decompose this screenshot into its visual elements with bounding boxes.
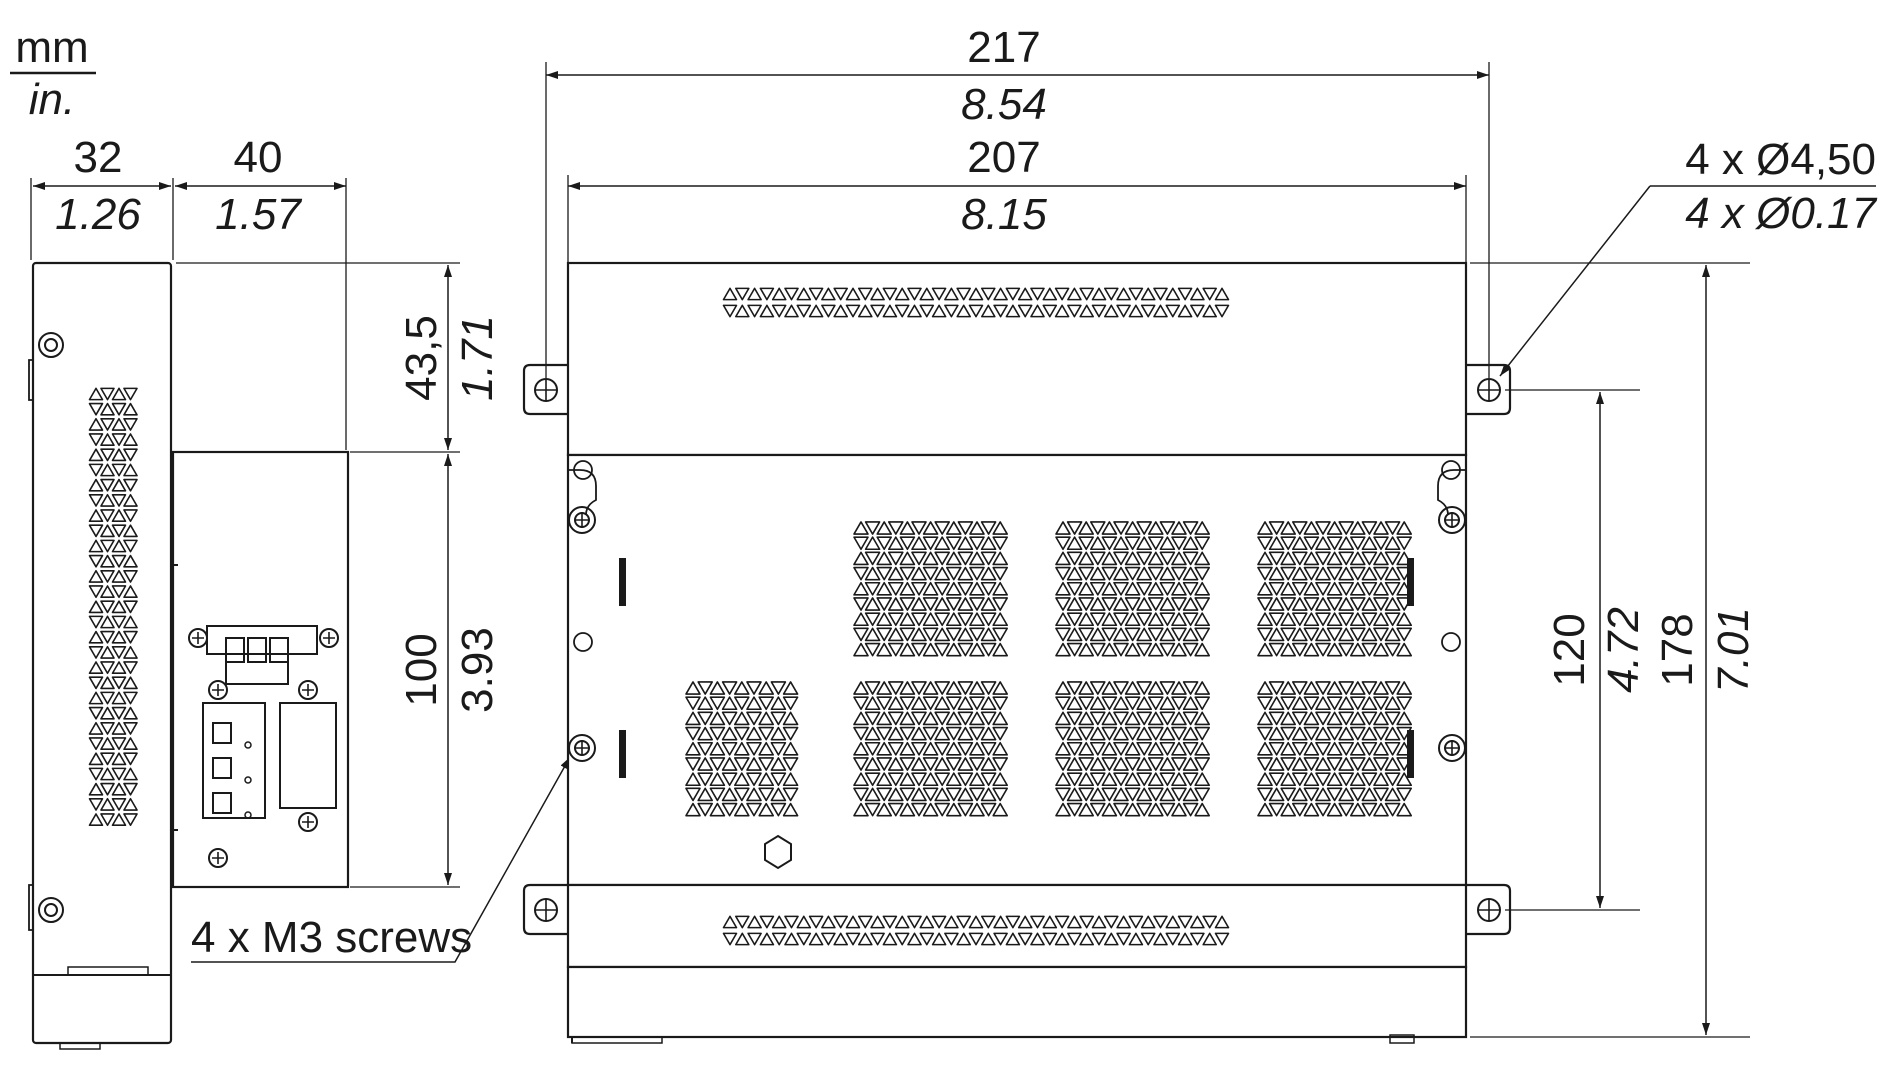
dim-overall-width-in: 8.54 bbox=[961, 80, 1047, 129]
front-view: 217 8.54 207 8.15 4 x Ø4,50 4 x Ø0.17 12… bbox=[522, 23, 1878, 1044]
dim-height-top-mm: 43,5 bbox=[397, 315, 446, 401]
vent-grid-lower-3 bbox=[1257, 681, 1412, 817]
side-fastener-top bbox=[38, 332, 64, 358]
vent-grid-upper-3 bbox=[1257, 521, 1412, 657]
mount-tab-bottom-left bbox=[522, 883, 568, 936]
side-housing bbox=[31, 261, 173, 1045]
vent-grid-lower-2 bbox=[1055, 681, 1210, 817]
terminal-screw-lower bbox=[208, 848, 228, 868]
front-base bbox=[566, 965, 1468, 1039]
vent-grid-lower-1 bbox=[853, 681, 1009, 817]
side-clip-bottom bbox=[28, 884, 33, 931]
dim-overall-width-mm: 217 bbox=[967, 23, 1040, 72]
mounting-holes-in: 4 x Ø0.17 bbox=[1685, 189, 1877, 238]
dim-depth-main-mm: 32 bbox=[74, 133, 123, 182]
dim-depth-terminal-mm: 40 bbox=[234, 133, 283, 182]
mounting-holes-leader bbox=[1499, 185, 1651, 377]
side-tab bbox=[59, 1042, 101, 1050]
terminal-strip-top bbox=[188, 625, 339, 685]
dim-overall-height-mm: 178 bbox=[1653, 613, 1702, 686]
side-clip-top bbox=[28, 359, 33, 401]
dim-hole-spacing-width-in: 8.15 bbox=[961, 190, 1047, 239]
mounting-holes-mm: 4 x Ø4,50 bbox=[1685, 135, 1876, 184]
dim-depth-terminal-in: 1.57 bbox=[215, 190, 302, 239]
unit-in-label: in. bbox=[29, 75, 75, 124]
side-terminal-housing bbox=[171, 450, 350, 889]
vent-grid-upper-1 bbox=[853, 521, 1009, 657]
hex-screw bbox=[764, 834, 792, 870]
screws-label: 4 x M3 screws bbox=[191, 913, 472, 962]
vent-grid-top bbox=[722, 287, 1230, 318]
terminal-screw-right bbox=[319, 628, 339, 648]
side-view: 32 1.26 40 1.57 43,5 1.71 100 3.93 4 x M… bbox=[28, 133, 571, 1050]
mount-tab-top-left bbox=[522, 363, 568, 416]
mount-tab-bottom-right bbox=[1466, 883, 1512, 936]
front-foot-right bbox=[1389, 1034, 1415, 1044]
side-vent-grid bbox=[88, 387, 138, 827]
terminal-strip-side bbox=[202, 680, 266, 868]
side-fastener-bottom bbox=[38, 897, 64, 923]
terminal-screw-left bbox=[188, 628, 208, 648]
dim-height-terminal-in: 3.93 bbox=[453, 627, 502, 713]
front-top-section bbox=[566, 261, 1468, 457]
dim-hole-spacing-width-mm: 207 bbox=[967, 133, 1040, 182]
fuse-holder bbox=[279, 680, 337, 832]
front-middle-section bbox=[566, 453, 1468, 887]
terminal-screw-upper bbox=[208, 680, 228, 700]
screws-leader bbox=[191, 756, 571, 963]
dim-hole-spacing-height-mm: 120 bbox=[1545, 613, 1594, 686]
unit-mm-label: mm bbox=[15, 23, 88, 72]
dim-height-terminal-mm: 100 bbox=[397, 633, 446, 706]
side-foot bbox=[67, 966, 149, 976]
dim-depth-main-in: 1.26 bbox=[55, 190, 141, 239]
rail-left-fasteners bbox=[568, 460, 596, 762]
dim-hole-spacing-height-in: 4.72 bbox=[1599, 607, 1648, 693]
dim-height-top-in: 1.71 bbox=[453, 315, 502, 401]
vent-grid-bottom bbox=[722, 915, 1230, 946]
rail-right-fasteners bbox=[1438, 460, 1466, 762]
front-foot-left bbox=[571, 1036, 663, 1044]
vent-grid-lower-0 bbox=[685, 681, 799, 817]
dim-overall-height-in: 7.01 bbox=[1709, 607, 1758, 693]
front-bottom-section bbox=[566, 883, 1468, 969]
units-key: mm in. bbox=[10, 23, 96, 124]
vent-grid-upper-2 bbox=[1055, 521, 1210, 657]
